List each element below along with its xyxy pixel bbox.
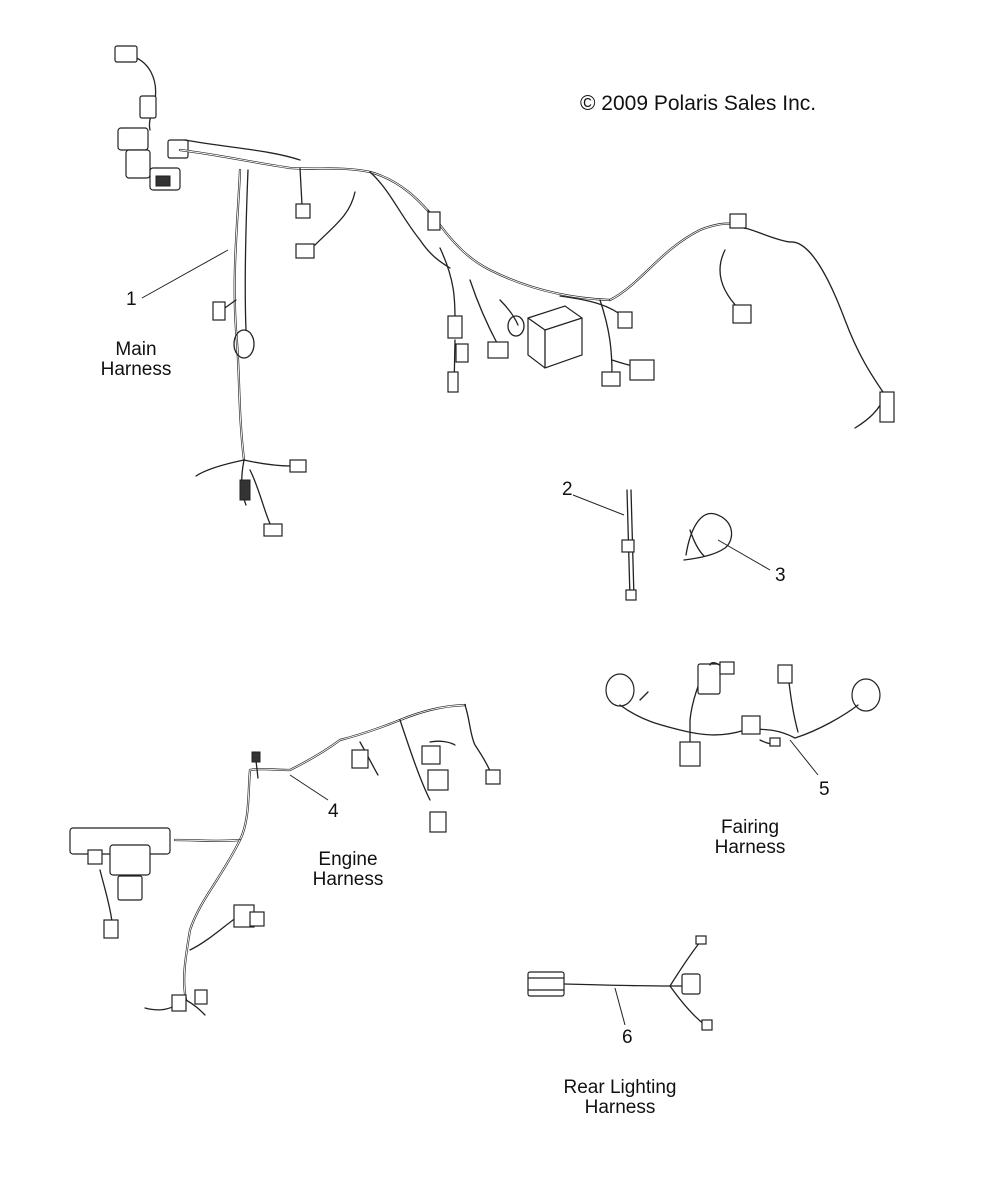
part-3-drawing [683, 512, 733, 561]
callout-5: 5 [819, 779, 830, 800]
engine-harness-label-line2: Harness [312, 869, 384, 890]
engine-module [69, 827, 171, 901]
main-harness-label: Main Harness [88, 340, 184, 380]
engine-harness-label-line1: Engine [318, 849, 378, 870]
rear-lighting-harness-label-line1: Rear Lighting [563, 1077, 677, 1098]
callout-4: 4 [328, 801, 339, 822]
engine-harness-label: Engine Harness [298, 850, 398, 890]
rear-lighting-harness-label-line2: Harness [584, 1097, 656, 1118]
fairing-harness-label: Fairing Harness [700, 818, 800, 858]
engine-harness-drawing [69, 703, 501, 1016]
fairing-harness-label-line2: Harness [714, 837, 786, 858]
main-harness-label-line1: Main [115, 339, 157, 360]
fairing-harness-label-line1: Fairing [720, 817, 780, 838]
part-2-drawing [621, 489, 637, 601]
callout-6: 6 [622, 1027, 633, 1048]
callout-3: 3 [775, 565, 786, 586]
fairing-harness-drawing [605, 661, 881, 767]
callout-2: 2 [562, 479, 573, 500]
leader-lines [141, 249, 819, 1026]
callout-1: 1 [126, 289, 137, 310]
main-harness-label-line2: Harness [100, 359, 172, 380]
ecu-module [527, 305, 583, 369]
main-harness-drawing [114, 45, 895, 537]
rear-lighting-harness-drawing [527, 935, 713, 1031]
copyright-notice: © 2009 Polaris Sales Inc. [580, 92, 817, 115]
rear-lighting-harness-label: Rear Lighting Harness [550, 1078, 690, 1118]
